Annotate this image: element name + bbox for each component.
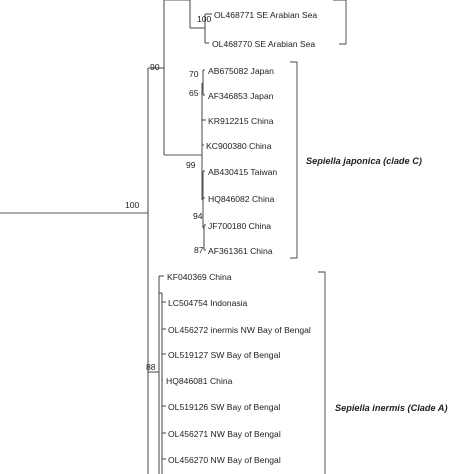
leaf-labels: OL468771 SE Arabian Sea OL468770 SE Arab… <box>166 10 317 465</box>
support-value: 87 <box>194 245 204 255</box>
tree-branches <box>0 0 212 474</box>
support-value: 100 <box>197 14 212 24</box>
leaf-label: OL468771 SE Arabian Sea <box>214 10 317 20</box>
support-values: 100 90 70 65 99 94 87 100 88 <box>125 14 212 372</box>
clade-bracket-japonica <box>290 61 298 259</box>
leaf-label: LC504754 Indonasia <box>168 298 248 308</box>
leaf-label: OL519126 SW Bay of Bengal <box>168 402 280 412</box>
clade-bracket-top <box>333 0 347 45</box>
support-value: 99 <box>186 160 196 170</box>
leaf-label: AB675082 Japan <box>208 66 274 76</box>
leaf-label: KR912215 China <box>208 116 274 126</box>
leaf-label: KF040369 China <box>167 272 232 282</box>
leaf-label: AF361361 China <box>208 246 273 256</box>
leaf-label: KC900380 China <box>206 141 272 151</box>
support-value: 88 <box>146 362 156 372</box>
leaf-label: HQ846081 China <box>166 376 233 386</box>
support-value: 94 <box>193 211 203 221</box>
leaf-label: OL456272 inermis NW Bay of Bengal <box>168 325 311 335</box>
clade-label-inermis: Sepiella inermis (Clade A) <box>335 403 448 413</box>
leaf-label: OL519127 SW Bay of Bengal <box>168 350 280 360</box>
leaf-label: OL456270 NW Bay of Bengal <box>168 455 281 465</box>
leaf-label: HQ846082 China <box>208 194 275 204</box>
leaf-label: JF700180 China <box>208 221 271 231</box>
leaf-label: OL456271 NW Bay of Bengal <box>168 429 281 439</box>
support-value: 65 <box>189 88 199 98</box>
support-value: 90 <box>150 62 160 72</box>
clade-bracket-inermis <box>318 271 326 474</box>
support-value: 100 <box>125 200 140 210</box>
leaf-label: AF346853 Japan <box>208 91 274 101</box>
support-value: 70 <box>189 69 199 79</box>
leaf-label: AB430415 Taiwan <box>208 167 277 177</box>
leaf-label: OL468770 SE Arabian Sea <box>212 39 315 49</box>
clade-label-japonica: Sepiella japonica (clade C) <box>306 156 422 166</box>
